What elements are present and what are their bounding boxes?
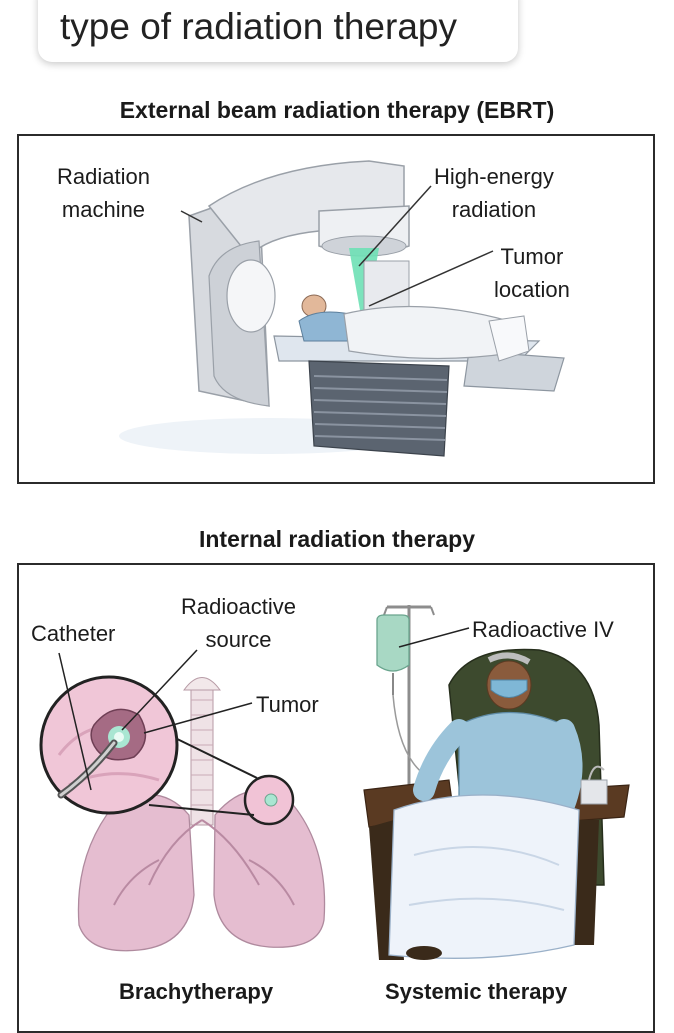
high-energy-label-line1: High-energy bbox=[434, 164, 554, 189]
search-query-text: type of radiation therapy bbox=[60, 6, 457, 47]
search-query-chip[interactable]: type of radiation therapy bbox=[38, 0, 518, 62]
internal-illustration bbox=[39, 605, 630, 960]
ebrt-illustration bbox=[119, 160, 565, 457]
tumor-location-label-line2: location bbox=[494, 277, 570, 302]
radiation-machine-label-line1: Radiation bbox=[57, 164, 150, 189]
radiation-machine-label-line2: machine bbox=[61, 197, 146, 222]
radioactive-source-label-line1: Radioactive bbox=[181, 594, 296, 619]
ebrt-panel: Radiation machine High-energy radiation … bbox=[17, 134, 655, 484]
tumor-label: Tumor bbox=[256, 692, 319, 717]
radioactive-iv-label: Radioactive IV bbox=[472, 617, 614, 642]
internal-section-title: Internal radiation therapy bbox=[198, 526, 476, 552]
tumor-location-label: Tumor location bbox=[494, 240, 570, 306]
radioactive-source-label: Radioactive source bbox=[181, 590, 296, 656]
catheter-label: Catheter bbox=[31, 621, 116, 646]
systemic-therapy-label: Systemic therapy bbox=[385, 979, 568, 1004]
radiation-machine-label: Radiation machine bbox=[57, 160, 150, 226]
ebrt-section-title: External beam radiation therapy (EBRT) bbox=[119, 97, 555, 123]
tumor-location-label-line1: Tumor bbox=[500, 244, 564, 269]
brachytherapy-label: Brachytherapy bbox=[119, 979, 274, 1004]
radioactive-source-label-line2: source bbox=[205, 627, 272, 652]
high-energy-label-line2: radiation bbox=[451, 197, 537, 222]
high-energy-radiation-label: High-energy radiation bbox=[434, 160, 554, 226]
internal-panel: Catheter Radioactive source Tumor Radioa… bbox=[17, 563, 655, 1033]
